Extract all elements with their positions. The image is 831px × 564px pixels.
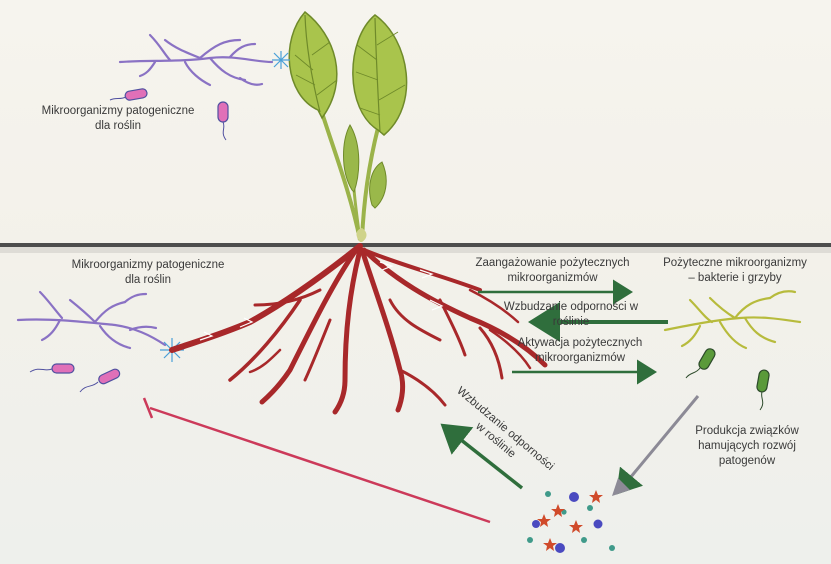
leaf-infection-spark-icon: [272, 51, 290, 69]
label-resistance-induction: Wzbudzanie odporności w roślinie: [486, 300, 656, 330]
pathogen-hyphae-bottom: [18, 292, 165, 348]
soil-surface-line: [0, 243, 831, 247]
label-engagement-line1: Zaangażowanie pożytecznych: [470, 256, 635, 271]
label-activation-line2: mikroorganizmów: [500, 351, 660, 366]
label-compounds-line3: patogenów: [682, 454, 812, 469]
label-beneficial-line2: – bakterie i grzyby: [642, 271, 828, 286]
beneficial-bacteria-icon: [686, 347, 770, 410]
soil-shadow: [0, 247, 831, 253]
label-pathogens-below-line2: dla roślin: [58, 273, 238, 288]
label-compounds: Produkcja związków hamujących rozwój pat…: [682, 424, 812, 469]
label-compounds-line2: hamujących rozwój: [682, 439, 812, 454]
inhibition-line: [144, 398, 490, 522]
beneficial-hyphae: [665, 291, 800, 348]
label-engagement: Zaangażowanie pożytecznych mikroorganizm…: [470, 256, 635, 286]
label-compounds-line1: Produkcja związków: [682, 424, 812, 439]
label-pathogens-below-line1: Mikroorganizmy patogeniczne: [58, 258, 238, 273]
label-pathogens-above: Mikroorganizmy patogeniczne dla roślin: [28, 104, 208, 134]
label-beneficial: Pożyteczne mikroorganizmy – bakterie i g…: [642, 256, 828, 286]
plant-shoot: [289, 12, 406, 242]
pathogen-hyphae-top: [120, 35, 272, 85]
antimicrobial-compounds: [527, 490, 615, 553]
label-beneficial-line1: Pożyteczne mikroorganizmy: [642, 256, 828, 271]
label-activation-line1: Aktywacja pożytecznych: [500, 336, 660, 351]
label-pathogens-above-line2: dla roślin: [28, 119, 208, 134]
label-pathogens-above-line1: Mikroorganizmy patogeniczne: [28, 104, 208, 119]
label-activation: Aktywacja pożytecznych mikroorganizmów: [500, 336, 660, 366]
pathogen-bacteria-bottom-icon: [30, 364, 121, 392]
label-engagement-line2: mikroorganizmów: [470, 271, 635, 286]
label-pathogens-below: Mikroorganizmy patogeniczne dla roślin: [58, 258, 238, 288]
